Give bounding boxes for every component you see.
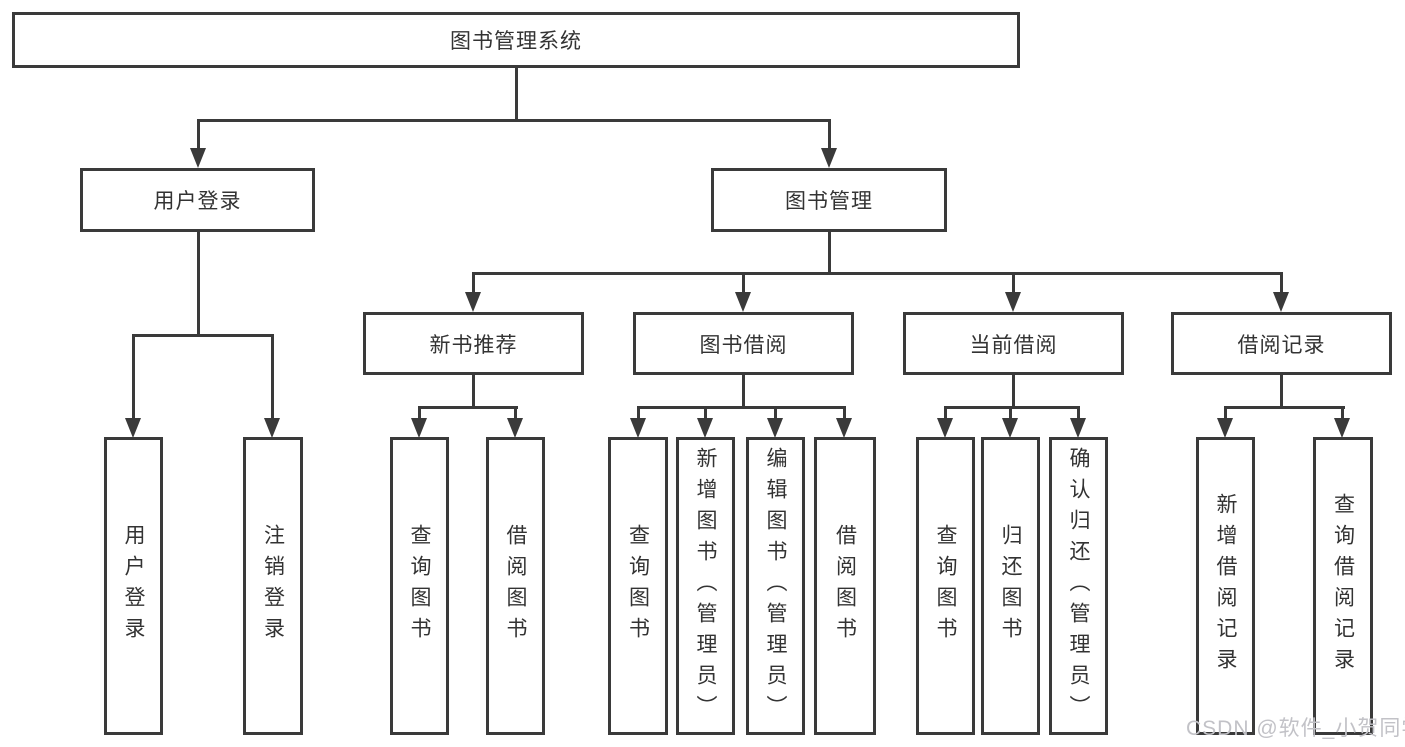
arrow-down-icon [1273, 292, 1289, 312]
leaf-query-books-current: 查询图书 [916, 437, 975, 735]
connector-borrowing-stub [742, 375, 745, 408]
leaf-label: 查询图书 [934, 524, 957, 648]
connector-drop-book-management [828, 119, 831, 150]
leaf-query-books-recommend: 查询图书 [390, 437, 449, 735]
leaf-label: 借阅图书 [833, 524, 857, 648]
leaf-user-login: 用户登录 [104, 437, 163, 735]
leaf-label: 借阅图书 [504, 524, 527, 648]
leaf-add-books-admin: 新增图书（管理员） [676, 437, 735, 735]
arrow-down-icon [507, 418, 523, 438]
connector-drop-leaf [843, 406, 846, 420]
connector-records-stub [1280, 375, 1283, 408]
leaf-borrow-books-recommend: 借阅图书 [486, 437, 545, 735]
connector-drop-user-login [197, 119, 200, 150]
leaf-add-borrow-record: 新增借阅记录 [1196, 437, 1255, 735]
arrow-down-icon [630, 418, 646, 438]
node-library-management-system: 图书管理系统 [12, 12, 1020, 68]
arrow-down-icon [125, 418, 141, 438]
leaf-label: 查询图书 [408, 524, 431, 648]
connector-drop-leaf [637, 406, 640, 420]
leaf-label: 查询图书 [626, 524, 650, 648]
leaf-edit-books-admin: 编辑图书（管理员） [746, 437, 805, 735]
leaf-query-borrow-record: 查询借阅记录 [1313, 437, 1373, 735]
connector-drop-leaf [944, 406, 947, 420]
leaf-label: 新增图书（管理员） [694, 446, 717, 726]
arrow-down-icon [465, 292, 481, 312]
arrow-down-icon [1005, 292, 1021, 312]
leaf-label: 新增借阅记录 [1214, 493, 1237, 679]
connector-drop-leaf [1341, 406, 1344, 420]
node-borrowing-records: 借阅记录 [1171, 312, 1392, 375]
arrow-down-icon [836, 418, 852, 438]
connector-level2-distributor [197, 119, 831, 122]
leaf-label: 查询借阅记录 [1331, 493, 1355, 679]
arrow-down-icon [697, 418, 713, 438]
connector-drop-leaf [418, 406, 421, 420]
node-new-book-recommendation: 新书推荐 [363, 312, 584, 375]
leaf-label: 归还图书 [999, 524, 1022, 648]
arrow-down-icon [767, 418, 783, 438]
arrow-down-icon [264, 418, 280, 438]
node-user-login: 用户登录 [80, 168, 315, 232]
connector-new-book-stub [472, 375, 475, 408]
connector-user-login-stub [197, 232, 200, 337]
arrow-down-icon [821, 148, 837, 168]
connector-drop-leaf [704, 406, 707, 420]
leaf-confirm-return-admin: 确认归还（管理员） [1049, 437, 1108, 735]
arrow-down-icon [190, 148, 206, 168]
arrow-down-icon [411, 418, 427, 438]
connector-drop-new-book [472, 272, 475, 295]
arrow-down-icon [1334, 418, 1350, 438]
arrow-down-icon [1070, 418, 1086, 438]
leaf-label: 注销登录 [261, 524, 285, 648]
leaf-borrow-books: 借阅图书 [814, 437, 876, 735]
connector-level3-distributor [472, 272, 1283, 275]
connector-drop-logout [271, 334, 274, 420]
connector-drop-leaf [1009, 406, 1012, 420]
arrow-down-icon [735, 292, 751, 312]
arrow-down-icon [937, 418, 953, 438]
connector-drop-leaf [774, 406, 777, 420]
leaf-logout: 注销登录 [243, 437, 303, 735]
connector-drop-current [1012, 272, 1015, 295]
leaf-return-books: 归还图书 [981, 437, 1040, 735]
leaf-label: 确认归还（管理员） [1067, 446, 1090, 726]
arrow-down-icon [1002, 418, 1018, 438]
connector-records-distributor [1224, 406, 1345, 409]
connector-user-login-distributor [132, 334, 274, 337]
watermark: CSDN @软件_小贺同学 [1186, 717, 1405, 740]
leaf-label: 编辑图书（管理员） [764, 446, 787, 726]
node-book-management: 图书管理 [711, 168, 947, 232]
connector-book-management-stub [828, 232, 831, 275]
connector-drop-borrowing [742, 272, 745, 295]
leaf-label: 用户登录 [122, 524, 145, 648]
node-current-borrowing: 当前借阅 [903, 312, 1124, 375]
leaf-query-books-borrowing: 查询图书 [608, 437, 668, 735]
connector-drop-leaf [1224, 406, 1227, 420]
connector-root-stub [515, 68, 518, 122]
connector-current-distributor [944, 406, 1080, 409]
connector-drop-login [132, 334, 135, 420]
connector-drop-leaf [1077, 406, 1080, 420]
arrow-down-icon [1217, 418, 1233, 438]
connector-new-book-distributor [418, 406, 518, 409]
connector-borrowing-distributor [637, 406, 846, 409]
node-book-borrowing: 图书借阅 [633, 312, 854, 375]
connector-drop-records [1280, 272, 1283, 295]
connector-drop-leaf [514, 406, 517, 420]
connector-current-stub [1012, 375, 1015, 408]
